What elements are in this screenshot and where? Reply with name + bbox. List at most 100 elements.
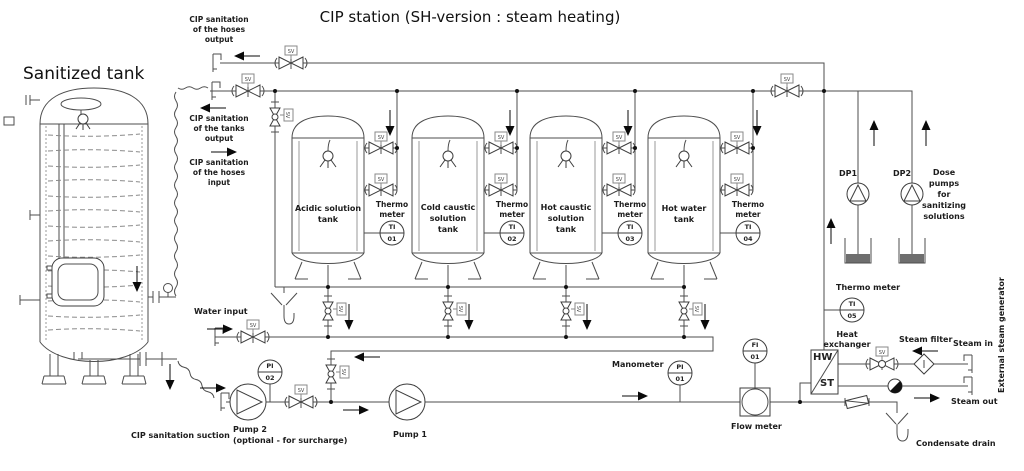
junction-dots [273, 89, 826, 404]
pump2-note: (optional - for surcharge) [233, 436, 348, 445]
hoses-output-l2: of the hoses [192, 25, 246, 34]
tanks-output-l1: CIP sanitation [189, 114, 249, 123]
manhole [51, 257, 105, 307]
dp1-label: DP1 [838, 169, 858, 178]
hoses [174, 86, 215, 399]
dp2-label: DP2 [892, 169, 912, 178]
steam-filter-label: Steam filter [899, 335, 953, 344]
ti05-tag: TI [848, 300, 856, 308]
equipment [211, 53, 973, 442]
hx-hw-label: HW [813, 352, 833, 363]
tank3-l2: solution [547, 214, 585, 223]
tank2-l2: solution [429, 214, 467, 223]
hoses-input-l1: CIP sanitation [189, 158, 249, 167]
vessel-bottom-valves [322, 295, 703, 327]
steam-filter-symbol [913, 353, 935, 375]
thermo2-l2: meter [499, 210, 525, 219]
tank1-l2: tank [317, 215, 339, 224]
hose-tank-side [174, 91, 178, 297]
hx-st-label: ST [820, 378, 835, 389]
hoses-output-l1: CIP sanitation [189, 15, 249, 24]
tanks-output-l3: output [204, 134, 234, 143]
tank2-l1: Cold caustic [420, 203, 476, 212]
thermo2-l1: Thermo [495, 200, 529, 209]
flow-meter-label: Flow meter [731, 422, 782, 431]
dose-l4: sanitizing [922, 201, 966, 210]
pump2-label: Pump 2 [233, 425, 267, 434]
steam-trap [887, 378, 903, 394]
ti01-tag: TI [388, 223, 396, 231]
manometer-label: Manometer [612, 360, 664, 369]
page-title: CIP station (SH-version : steam heating) [319, 8, 621, 26]
heat-exchanger-block [810, 349, 839, 395]
pi01-num: 01 [675, 375, 685, 383]
ti03-num: 03 [625, 235, 635, 243]
vessel-acidic [291, 115, 365, 288]
vessel-hot-caustic [529, 115, 603, 288]
tank1-l1: Acidic solution [294, 204, 362, 213]
tank3-l3: tank [555, 225, 577, 234]
pi01-tag: PI [676, 363, 684, 371]
fi01-num: 01 [750, 353, 760, 361]
manifold-drain [270, 287, 298, 325]
ti02-num: 02 [507, 235, 517, 243]
ti02-tag: TI [508, 223, 516, 231]
coupling-hoses-output [212, 53, 222, 73]
pump-2 [229, 383, 267, 421]
pi02-tag: PI [266, 362, 274, 370]
hose-suction [177, 360, 215, 399]
hose-top [177, 86, 209, 90]
line-valves [231, 45, 899, 409]
hoses-input-l3: input [207, 178, 231, 187]
flow-meter-body [739, 387, 771, 417]
vessel-hot-water [647, 115, 721, 288]
steam-in-label: Steam in [953, 339, 993, 348]
condensate-drain-label: Condensate drain [916, 439, 996, 448]
dose-container-2 [898, 238, 926, 264]
steam-out-label: Steam out [951, 397, 998, 406]
sanitized-tank-label: Sanitized tank [23, 64, 145, 84]
dose-container-1 [844, 238, 872, 264]
thermo1-l1: Thermo [375, 200, 409, 209]
condensate-strainer [844, 394, 870, 410]
pi02-num: 02 [265, 374, 275, 382]
condensate-tundish [885, 412, 909, 442]
tank3-l1: Hot caustic [540, 203, 592, 212]
dose-l3: for [937, 190, 951, 199]
vessel-valves [364, 131, 754, 197]
hoses-input-l2: of the hoses [192, 168, 246, 177]
dose-pump-1 [846, 182, 870, 206]
thermo4-l2: meter [735, 210, 761, 219]
water-input-label: Water input [194, 307, 248, 316]
thermo3-l2: meter [617, 210, 643, 219]
tank4-l2: tank [673, 215, 695, 224]
heat-exchanger-l1: Heat [836, 330, 858, 339]
dose-l1: Dose [932, 168, 956, 177]
ti04-tag: TI [744, 223, 752, 231]
ti05-num: 05 [847, 312, 857, 320]
cip-suction-label: CIP sanitation suction [131, 431, 230, 440]
hoses-output-l3: output [204, 35, 234, 44]
thermo3-l1: Thermo [613, 200, 647, 209]
external-generator-label: External steam generator [997, 277, 1006, 393]
tank2-l3: tank [437, 225, 459, 234]
pump1-label: Pump 1 [393, 430, 427, 439]
fi01-tag: FI [751, 341, 759, 349]
dose-l5: solutions [923, 212, 965, 221]
vessel-cold-caustic [411, 115, 485, 288]
ti04-num: 04 [743, 235, 753, 243]
thermo1-l2: meter [379, 210, 405, 219]
sanitized-tank [3, 87, 173, 385]
tank-legs [41, 354, 147, 385]
ti01-num: 01 [387, 235, 397, 243]
heat-exchanger-l2: exchanger [823, 340, 871, 349]
tank4-l1: Hot water [661, 204, 707, 213]
ti03-tag: TI [626, 223, 634, 231]
pipe-network [78, 62, 968, 413]
thermo4-l1: Thermo [731, 200, 765, 209]
thermo-meter5-label: Thermo meter [836, 283, 901, 292]
pump-1 [388, 383, 426, 421]
tanks-output-l2: of the tanks [193, 124, 245, 133]
